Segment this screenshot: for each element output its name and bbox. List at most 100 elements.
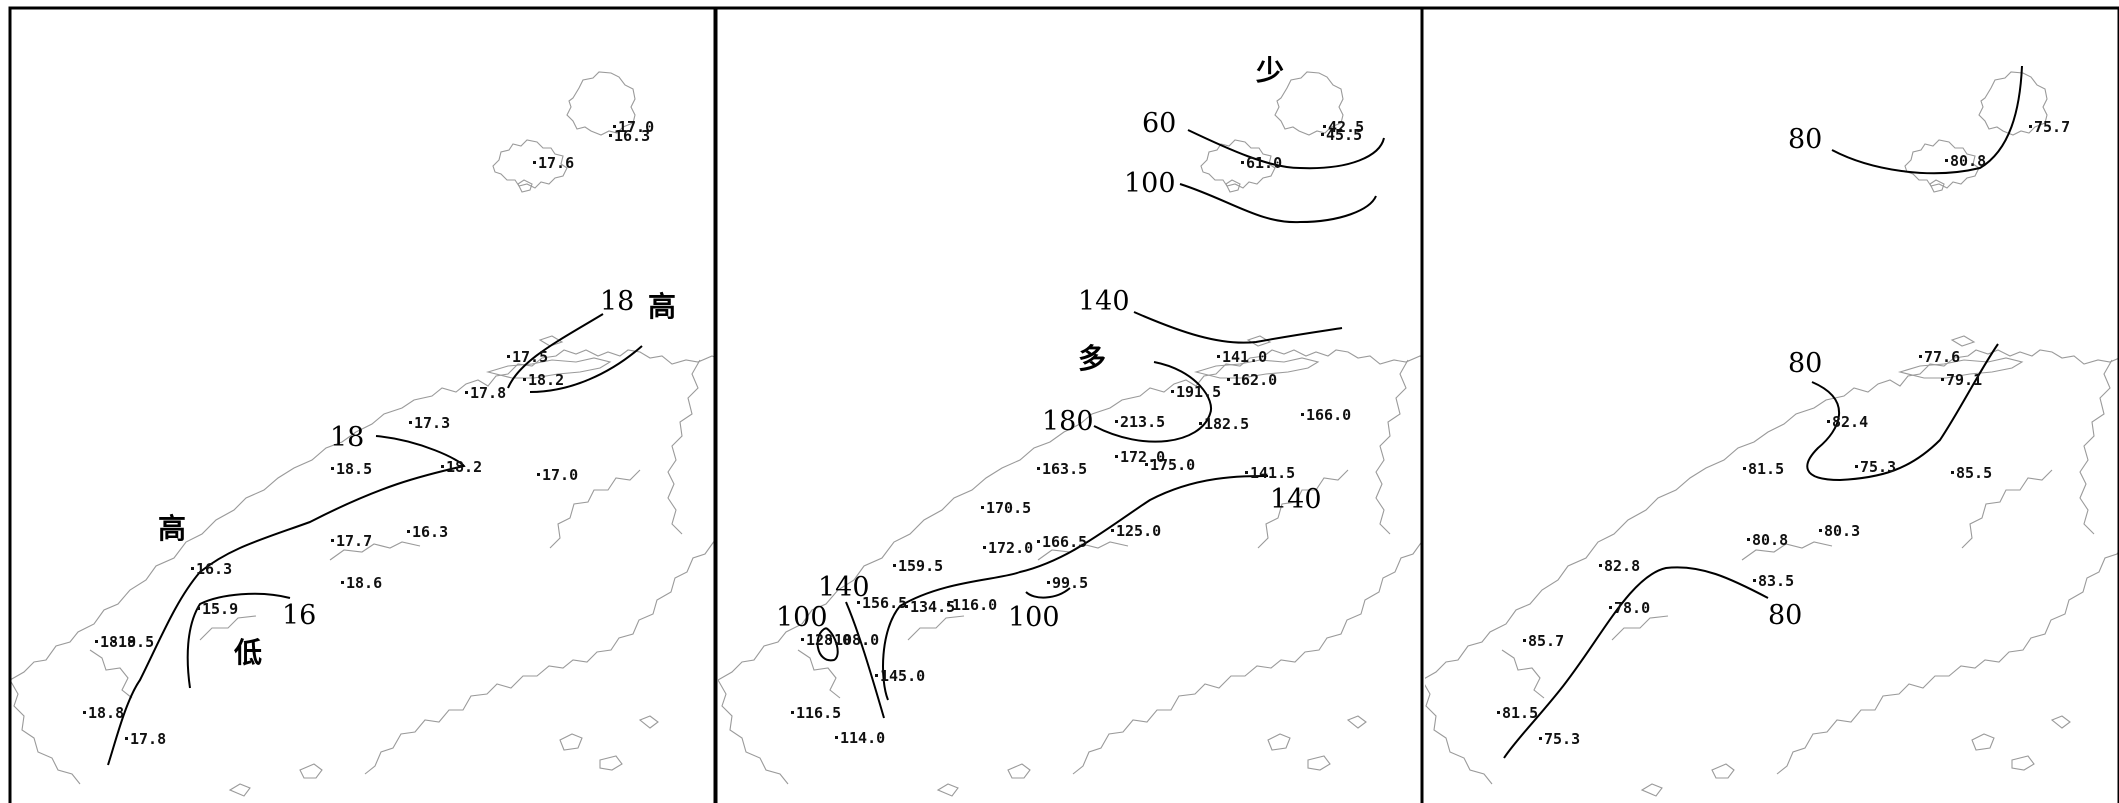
station-value: 18.2	[528, 371, 564, 389]
panel-frame	[8, 6, 717, 803]
station-value: 80.8	[1752, 531, 1788, 549]
station-value: 18.9	[100, 633, 136, 651]
station-marker-icon	[981, 506, 984, 509]
station-marker-icon	[1217, 355, 1220, 358]
station-marker-icon	[1945, 159, 1948, 162]
station: 17.3	[409, 414, 450, 432]
station-marker-icon	[1743, 467, 1746, 470]
station-value: 128.0	[806, 631, 851, 649]
station-value: 82.8	[1604, 557, 1640, 575]
station-value: 17.6	[538, 154, 574, 172]
station-value: 81.5	[1502, 704, 1538, 722]
station: 141.0	[1217, 348, 1267, 366]
station: 162.0	[1227, 371, 1277, 389]
station: 163.5	[1037, 460, 1087, 478]
station: 182.5	[1199, 415, 1249, 433]
station: 83.5	[1753, 572, 1794, 590]
station: 15.9	[197, 600, 238, 618]
region-labels: 少 多	[1078, 54, 1284, 375]
station-marker-icon	[331, 467, 334, 470]
contour-label: 140	[1270, 484, 1322, 515]
station-value: 83.5	[1758, 572, 1794, 590]
station: 77.6	[1919, 348, 1960, 366]
station-value: 80.3	[1824, 522, 1860, 540]
station: 75.3	[1539, 730, 1580, 748]
station: 128.0	[801, 631, 851, 649]
station: 141.5	[1245, 464, 1295, 482]
station-marker-icon	[441, 465, 444, 468]
station-value: 172.0	[988, 539, 1033, 557]
station-value: 170.5	[986, 499, 1031, 517]
station-marker-icon	[465, 391, 468, 394]
isolines	[816, 129, 1385, 719]
station-marker-icon	[947, 603, 950, 606]
station: 80.3	[1819, 522, 1860, 540]
station-value: 213.5	[1120, 413, 1165, 431]
contour-label: 100	[1124, 168, 1176, 199]
station-marker-icon	[829, 638, 832, 641]
contour-label: 16	[282, 600, 316, 631]
station: 17.0	[613, 118, 654, 136]
station: 61.0	[1241, 154, 1282, 172]
station-value: 116.0	[952, 596, 997, 614]
station: 42.5	[1323, 118, 1364, 136]
station-value: 15.9	[202, 600, 238, 618]
station: 145.0	[875, 667, 925, 685]
station: 18.2	[523, 371, 564, 389]
contour-label: 100	[776, 602, 828, 633]
station-marker-icon	[983, 546, 986, 549]
station: 18.2	[441, 458, 482, 476]
station-marker-icon	[893, 564, 896, 567]
station-value: 156.5	[862, 594, 907, 612]
station-value: 175.0	[1150, 456, 1195, 474]
station: 75.3	[1855, 458, 1896, 476]
contour-label: 80	[1788, 348, 1822, 379]
station-value: 18.8	[88, 704, 124, 722]
station-value: 141.5	[1250, 464, 1295, 482]
station-marker-icon	[1037, 467, 1040, 470]
station: 16.3	[407, 523, 448, 541]
station: 85.7	[1523, 632, 1564, 650]
station-marker-icon	[1047, 581, 1050, 584]
station: 17.6	[533, 154, 574, 172]
station-marker-icon	[533, 161, 536, 164]
station: 80.8	[1945, 152, 1986, 170]
station: 45.5	[1321, 126, 1362, 144]
station-value: 77.6	[1924, 348, 1960, 366]
station-marker-icon	[1145, 463, 1148, 466]
contour-label: 80	[1768, 600, 1802, 631]
station-value: 116.5	[796, 704, 841, 722]
station: 116.5	[791, 704, 841, 722]
contour-labels: 80 80 80	[1768, 124, 1822, 631]
region-label-high: 高	[158, 512, 186, 545]
station-marker-icon	[507, 355, 510, 358]
station: 18.5	[331, 460, 372, 478]
station-value: 163.5	[1042, 460, 1087, 478]
station-marker-icon	[83, 711, 86, 714]
station: 125.0	[1111, 522, 1161, 540]
station: 116.0	[947, 596, 997, 614]
contour-label: 100	[1008, 602, 1060, 633]
station-marker-icon	[613, 125, 616, 128]
station-marker-icon	[1115, 455, 1118, 458]
station-value: 79.1	[1946, 371, 1982, 389]
station-marker-icon	[905, 605, 908, 608]
contour-label: 18	[330, 422, 364, 453]
station-value: 145.0	[880, 667, 925, 685]
station-value: 114.0	[840, 729, 885, 747]
station-marker-icon	[2029, 125, 2032, 128]
station-value: 16.3	[196, 560, 232, 578]
station: 108.0	[829, 631, 879, 649]
station-value: 85.7	[1528, 632, 1564, 650]
panel-frame	[1420, 6, 2119, 803]
station-marker-icon	[801, 638, 804, 641]
station: 82.4	[1827, 413, 1868, 431]
contour-label: 60	[1142, 108, 1176, 139]
station-value: 191.5	[1176, 383, 1221, 401]
contour-label: 140	[1078, 286, 1130, 317]
